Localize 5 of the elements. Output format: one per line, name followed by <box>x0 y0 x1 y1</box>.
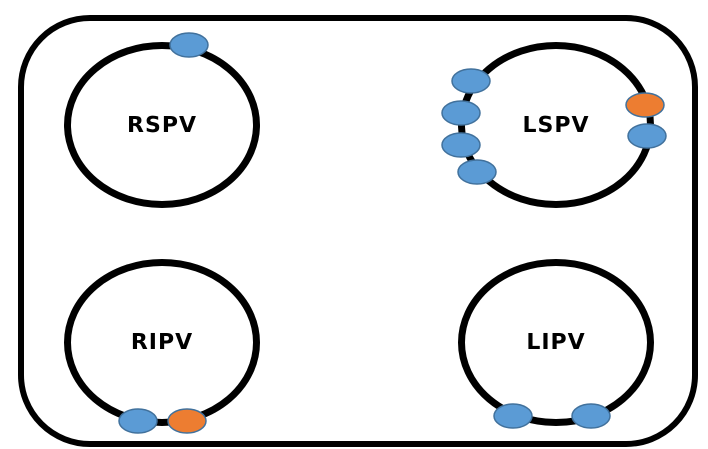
vein-label: LSPV <box>522 112 590 138</box>
vein-label: LIPV <box>526 330 586 355</box>
vein-label: RIPV <box>130 330 194 355</box>
rounded-frame <box>18 15 698 447</box>
vein-label: RSPV <box>127 112 197 138</box>
